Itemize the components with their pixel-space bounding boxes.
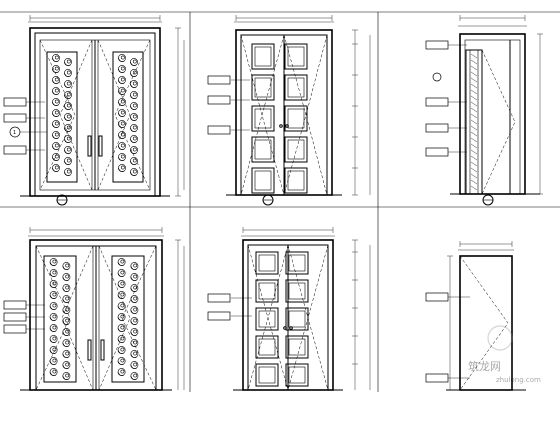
panel-c-tag-2	[425, 97, 449, 107]
raised-panel	[255, 251, 279, 275]
watermark: 筑龙网 zhulong.com	[468, 325, 541, 384]
panel-b-height-ticks	[352, 43, 358, 169]
raised-panel	[255, 335, 279, 359]
panel-d-tags	[3, 300, 45, 334]
raised-panel	[284, 136, 308, 163]
panel-b-tag-3	[207, 125, 231, 135]
panel-a-left-handle	[87, 135, 92, 157]
panel-a-tag-1	[3, 97, 27, 107]
raised-panel	[255, 279, 279, 303]
raised-panel	[284, 74, 308, 101]
panel-a-tag-3	[3, 145, 27, 155]
panel-d-right-scrollwork	[117, 258, 139, 380]
panel-c-callout-circle	[432, 72, 442, 82]
raised-panel	[251, 105, 275, 132]
panel-d-right-handle	[100, 339, 105, 361]
raised-panel	[284, 105, 308, 132]
panel-a-tag-2	[3, 113, 27, 123]
watermark-chinese: 筑龙网	[468, 359, 501, 373]
raised-panel	[251, 136, 275, 163]
panel-c-tag-1	[425, 40, 449, 50]
panel-a-left-scrollwork	[52, 54, 72, 176]
panel-d-tag-2	[3, 312, 27, 322]
panel-a-left-ornate-glass	[46, 51, 78, 183]
panel-d-tag-1	[3, 300, 27, 310]
panel-e-tags	[207, 293, 252, 321]
panel-e-right-knob	[289, 326, 293, 330]
panel-e-tag-1	[207, 293, 231, 303]
panel-d-tag-3	[3, 324, 27, 334]
panel-a-right-scrollwork	[118, 54, 138, 176]
panel-b-tag-2	[207, 95, 231, 105]
panel-a-tags	[3, 97, 45, 155]
panel-a-elevation: 1	[3, 15, 185, 206]
raised-panel	[285, 251, 309, 275]
raised-panel	[285, 363, 309, 387]
panel-c-tag-4	[425, 147, 449, 157]
panel-f-tag-2	[425, 373, 449, 383]
raised-panel	[285, 335, 309, 359]
panel-f-tags	[425, 292, 470, 383]
panel-d-elevation	[3, 227, 185, 391]
watermark-brand: zhulong.com	[496, 376, 541, 384]
raised-panel	[284, 167, 308, 194]
panel-b-right-knob	[285, 124, 289, 128]
panel-d-left-handle	[87, 339, 92, 361]
raised-panel	[255, 307, 279, 331]
panel-e-left-knob	[283, 326, 287, 330]
panel-e-raised-panels	[255, 251, 309, 387]
panel-b-tags	[207, 75, 250, 135]
panel-e-height-ticks	[352, 251, 358, 365]
panel-e-elevation	[207, 227, 371, 391]
sheet-frame	[0, 11, 560, 392]
raised-panel	[251, 74, 275, 101]
panel-a-callout-number: 1	[13, 130, 16, 136]
raised-panel	[285, 307, 309, 331]
panel-a-right-ornate-glass	[112, 51, 144, 183]
panel-e-tag-2	[207, 311, 231, 321]
panel-a-right-handle	[98, 135, 103, 157]
panel-d-left-scrollwork	[49, 258, 71, 380]
panel-b-elevation	[207, 15, 371, 206]
panel-c-section-hatch	[470, 53, 478, 191]
raised-panel	[285, 279, 309, 303]
panel-d-left-ornate-glass	[43, 255, 77, 383]
panel-b-tag-1	[207, 75, 231, 85]
panel-c-tags	[425, 40, 467, 157]
panel-c-elevation	[425, 15, 543, 206]
panel-d-right-ornate-glass	[111, 255, 145, 383]
raised-panel	[251, 43, 275, 70]
panel-b-raised-panels	[251, 43, 308, 194]
raised-panel	[251, 167, 275, 194]
panel-c-tag-3	[425, 123, 449, 133]
panel-f-tag-1	[425, 292, 449, 302]
panel-b-left-knob	[279, 124, 283, 128]
panel-f-elevation	[425, 241, 526, 391]
raised-panel	[255, 363, 279, 387]
raised-panel	[284, 43, 308, 70]
